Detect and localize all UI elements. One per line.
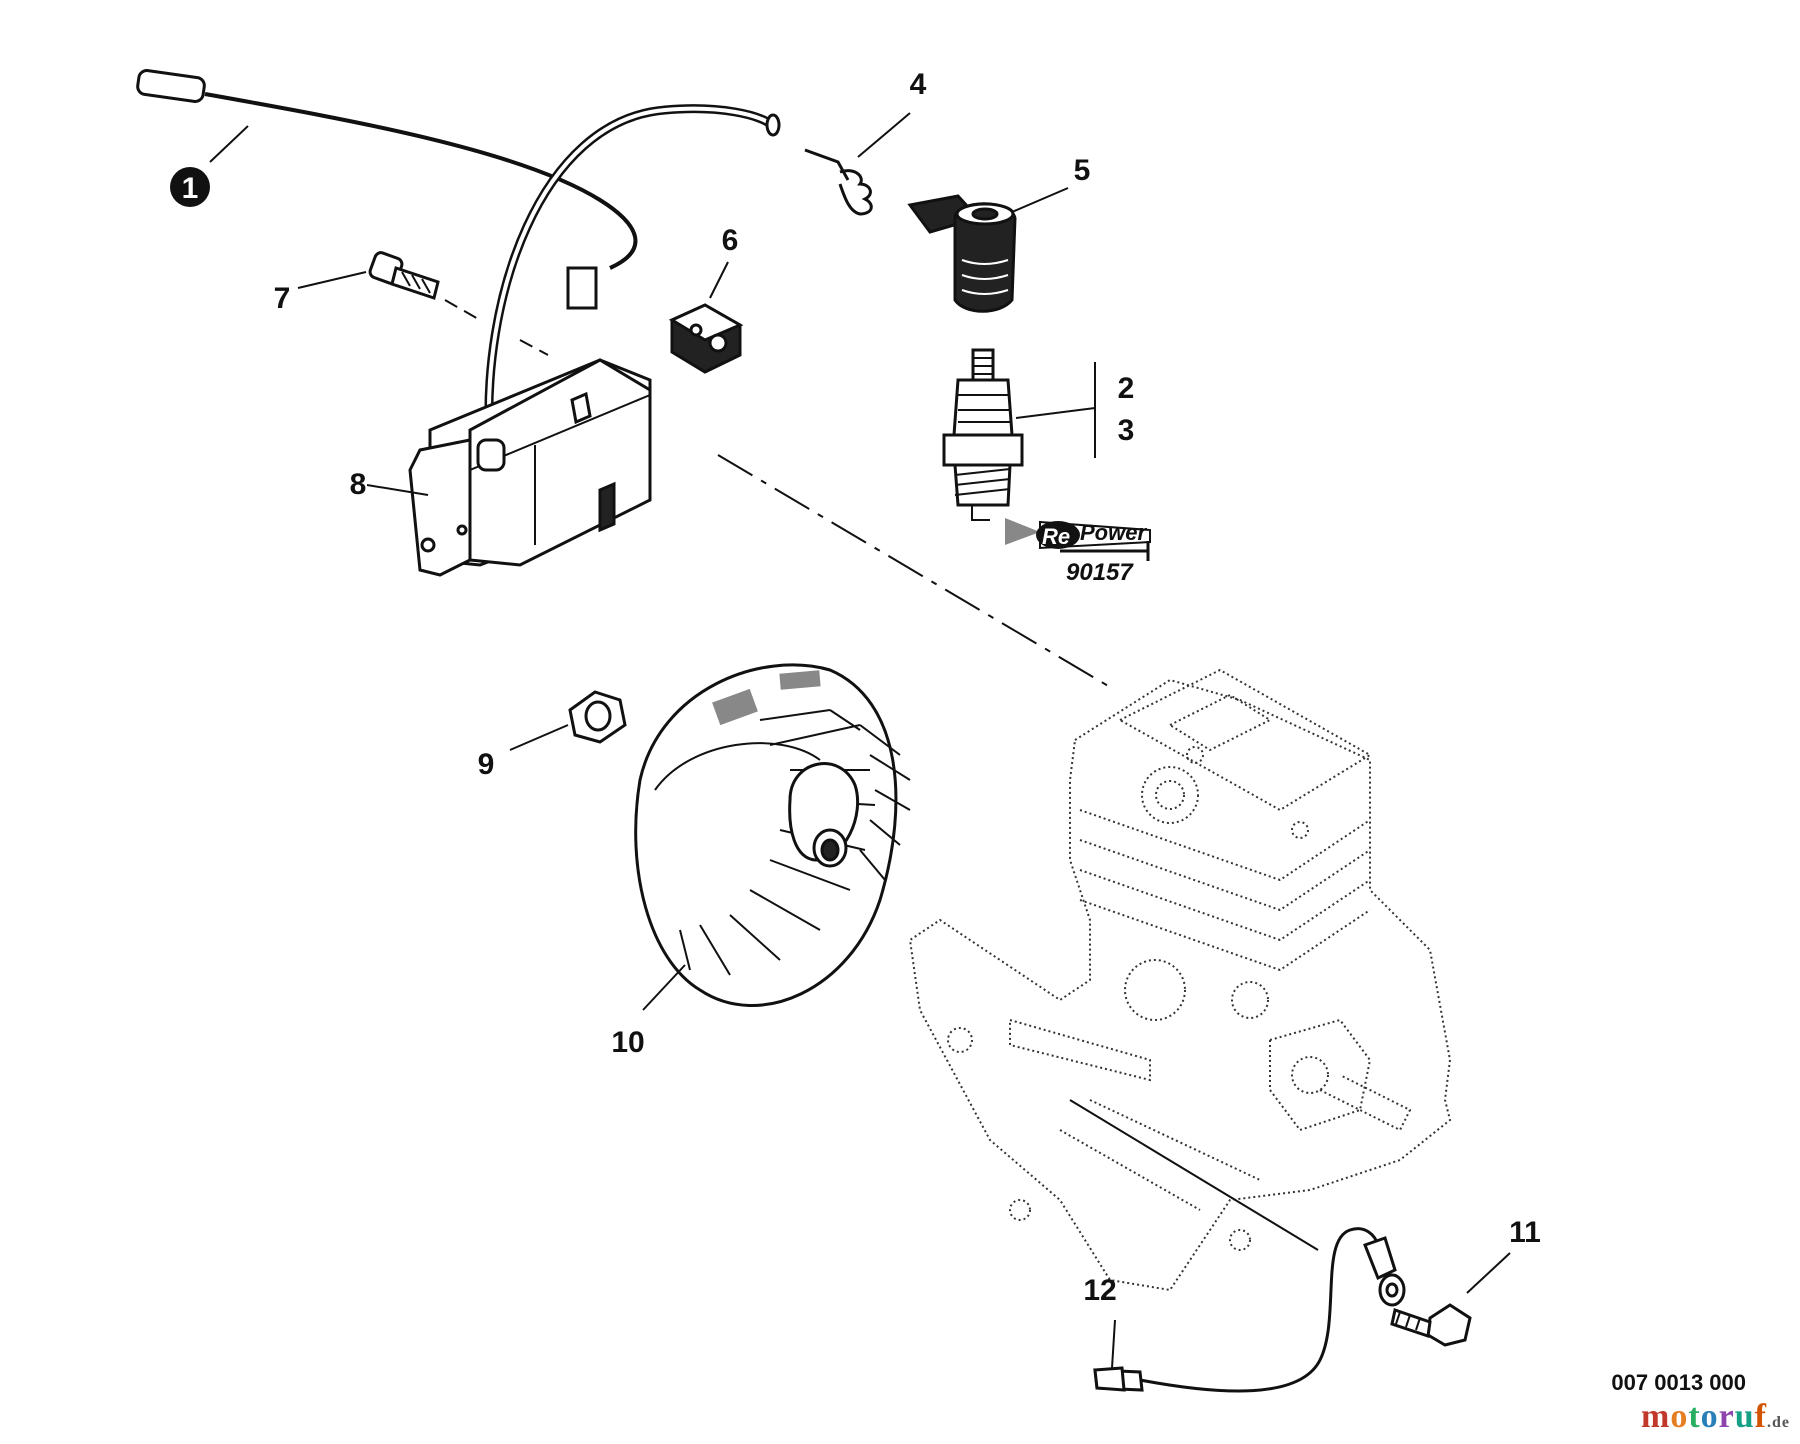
repower-badge: Re Power 90157	[1005, 518, 1151, 586]
part-9-nut	[509, 690, 627, 751]
callout-10: 10	[611, 1026, 644, 1059]
callout-11: 11	[1509, 1216, 1541, 1249]
callout-12: 12	[1083, 1274, 1116, 1307]
part-2-3-spark-plug	[942, 348, 1096, 521]
watermark-logo: motoruf.de	[1641, 1398, 1790, 1435]
callout-4: 4	[910, 68, 927, 101]
callout-8: 8	[350, 468, 367, 501]
part-12-ground-wire	[1093, 1227, 1406, 1393]
part-6-grommet	[668, 261, 744, 374]
alignment-centerline	[717, 454, 1116, 691]
diagram-code: 007 0013 000	[1611, 1370, 1746, 1395]
svg-text:1: 1	[182, 172, 199, 205]
callout-7: 7	[274, 282, 291, 315]
callout-5: 5	[1074, 154, 1091, 187]
callout-3: 3	[1118, 414, 1135, 447]
part-4-spring	[804, 112, 911, 216]
repower-brand-power: Power	[1080, 520, 1147, 545]
callout-1: 1	[170, 167, 210, 207]
callout-2: 2	[1118, 372, 1135, 405]
repower-brand-re: Re	[1042, 524, 1070, 549]
part-11-ground-screw	[1390, 1252, 1511, 1347]
part-5-spark-plug-cap	[907, 187, 1069, 313]
repower-part-number: 90157	[1066, 559, 1134, 586]
engine-block	[908, 668, 1452, 1292]
part-10-flywheel	[634, 663, 911, 1011]
callout-6: 6	[722, 224, 739, 257]
part-7-screw	[297, 251, 549, 356]
callout-9: 9	[478, 748, 495, 781]
part-1-stop-wire	[136, 69, 638, 310]
part-8-ignition-coil	[366, 104, 781, 577]
